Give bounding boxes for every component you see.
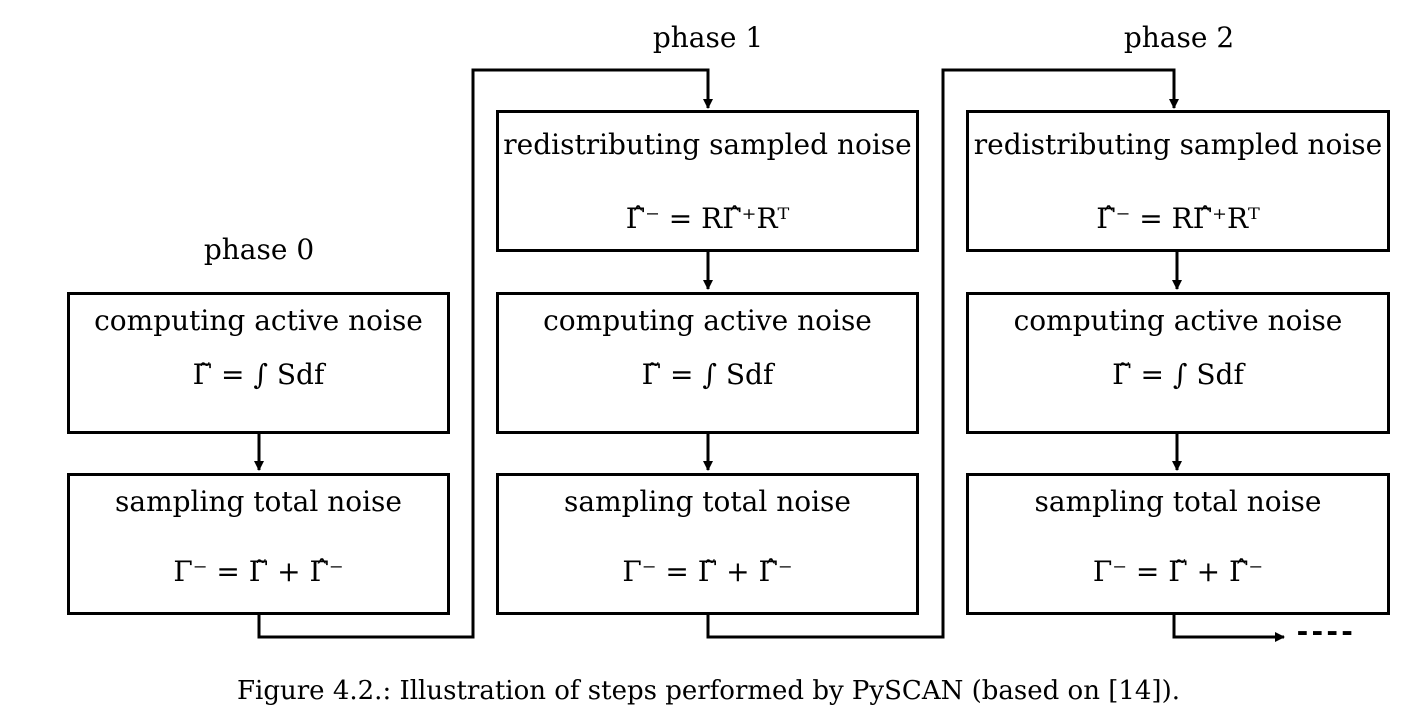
figure-caption: Figure 4.2.: Illustration of steps perfo… (237, 676, 1180, 706)
phase-2-sampling-equation: Γ⁻ = Γ̃ + Γ̂⁻ (1092, 555, 1264, 588)
phase-1-label: phase 1 (652, 21, 764, 54)
phase-1-sampling-equation: Γ⁻ = Γ̃ + Γ̂⁻ (622, 555, 793, 588)
phase-1-active-noise-title: computing active noise (543, 304, 872, 337)
phase-0-active-noise-box: computing active noise Γ̃ = ∫ Sdf (67, 292, 450, 434)
phase-2-redistribute-title: redistributing sampled noise (973, 128, 1383, 161)
phase-0-sampling-equation: Γ⁻ = Γ̃ + Γ̂⁻ (173, 555, 344, 588)
phase-2-active-noise-equation: Γ̃ = ∫ Sdf (1112, 358, 1244, 391)
phase-2-active-noise-box: computing active noise Γ̃ = ∫ Sdf (966, 292, 1390, 434)
phase-1-active-noise-box: computing active noise Γ̃ = ∫ Sdf (496, 292, 919, 434)
phase-1-redistribute-equation: Γ̂⁻ = RΓ̂⁺Rᵀ (625, 202, 790, 235)
phase-1-redistribute-box: redistributing sampled noise Γ̂⁻ = RΓ̂⁺R… (496, 110, 919, 252)
phase-0-active-noise-title: computing active noise (94, 304, 423, 337)
phase-2-redistribute-equation: Γ̂⁻ = RΓ̂⁺Rᵀ (1096, 202, 1260, 235)
phase-2-redistribute-box: redistributing sampled noise Γ̂⁻ = RΓ̂⁺R… (966, 110, 1390, 252)
phase-1-sampling-title: sampling total noise (564, 485, 851, 518)
phase-1-redistribute-title: redistributing sampled noise (503, 128, 912, 161)
phase-1-sampling-box: sampling total noise Γ⁻ = Γ̃ + Γ̂⁻ (496, 473, 919, 615)
phase-0-label: phase 0 (203, 233, 315, 266)
arrow-p2-continuation (1172, 614, 1285, 642)
phase-0-active-noise-equation: Γ̃ = ∫ Sdf (192, 358, 325, 391)
phase-2-sampling-title: sampling total noise (1034, 485, 1322, 518)
phase-0-sampling-box: sampling total noise Γ⁻ = Γ̃ + Γ̂⁻ (67, 473, 450, 615)
continuation-dashes: ---- (1294, 615, 1355, 648)
phase-2-active-noise-title: computing active noise (1013, 304, 1343, 337)
phase-1-active-noise-equation: Γ̃ = ∫ Sdf (641, 358, 774, 391)
arrow-p0-to-p1 (257, 68, 713, 639)
phase-2-label: phase 2 (1123, 21, 1235, 54)
phase-0-sampling-title: sampling total noise (115, 485, 402, 518)
phase-2-sampling-box: sampling total noise Γ⁻ = Γ̃ + Γ̂⁻ (966, 473, 1390, 615)
arrow-p1-to-p2 (706, 68, 1179, 639)
